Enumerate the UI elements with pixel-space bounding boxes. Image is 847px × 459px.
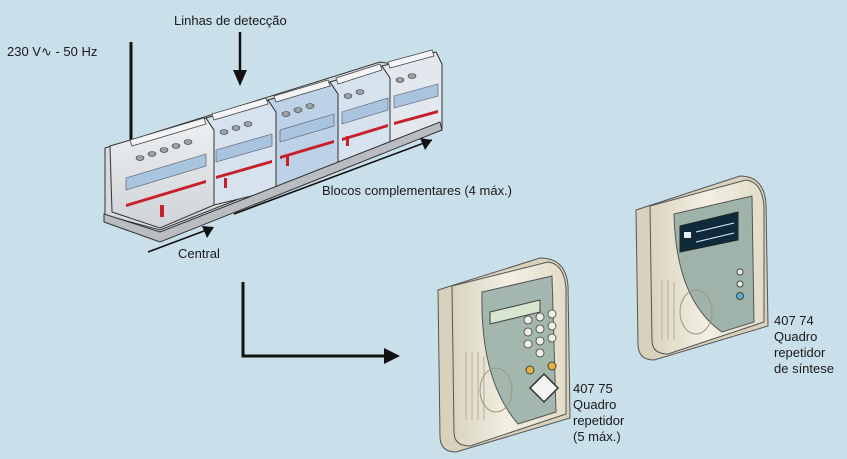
synthesis-panel-label: 407 74 Quadro repetidor de síntese — [774, 313, 846, 377]
connection-arrow — [241, 282, 400, 364]
central-arrow — [147, 226, 214, 253]
modular-central-assembly — [103, 49, 443, 243]
detection-lines-label: Linhas de detecção — [174, 13, 287, 28]
repeater-panel-line1: Quadro — [573, 397, 617, 412]
repeater-panel-line2: repetidor — [573, 413, 625, 428]
repeater-panel-device — [437, 257, 571, 453]
complementary-blocks-label: Blocos complementares (4 máx.) — [322, 183, 513, 198]
repeater-panel-label: 407 75 Quadro repetidor (5 máx.) — [573, 381, 663, 445]
synthesis-panel-line1: Quadro — [774, 329, 818, 344]
synthesis-panel-line3: de síntese — [774, 361, 834, 376]
synthesis-panel-line2: repetidor — [774, 345, 826, 360]
power-supply-label: 230 V∿ - 50 Hz — [7, 44, 98, 59]
repeater-panel-line3: (5 máx.) — [573, 429, 621, 444]
synthesis-panel-device — [635, 175, 769, 361]
complementary-blocks-arrow — [233, 138, 433, 215]
central-label: Central — [178, 246, 220, 261]
detection-arrow — [233, 32, 247, 86]
repeater-panel-code: 407 75 — [573, 381, 613, 396]
synthesis-panel-code: 407 74 — [774, 313, 814, 328]
